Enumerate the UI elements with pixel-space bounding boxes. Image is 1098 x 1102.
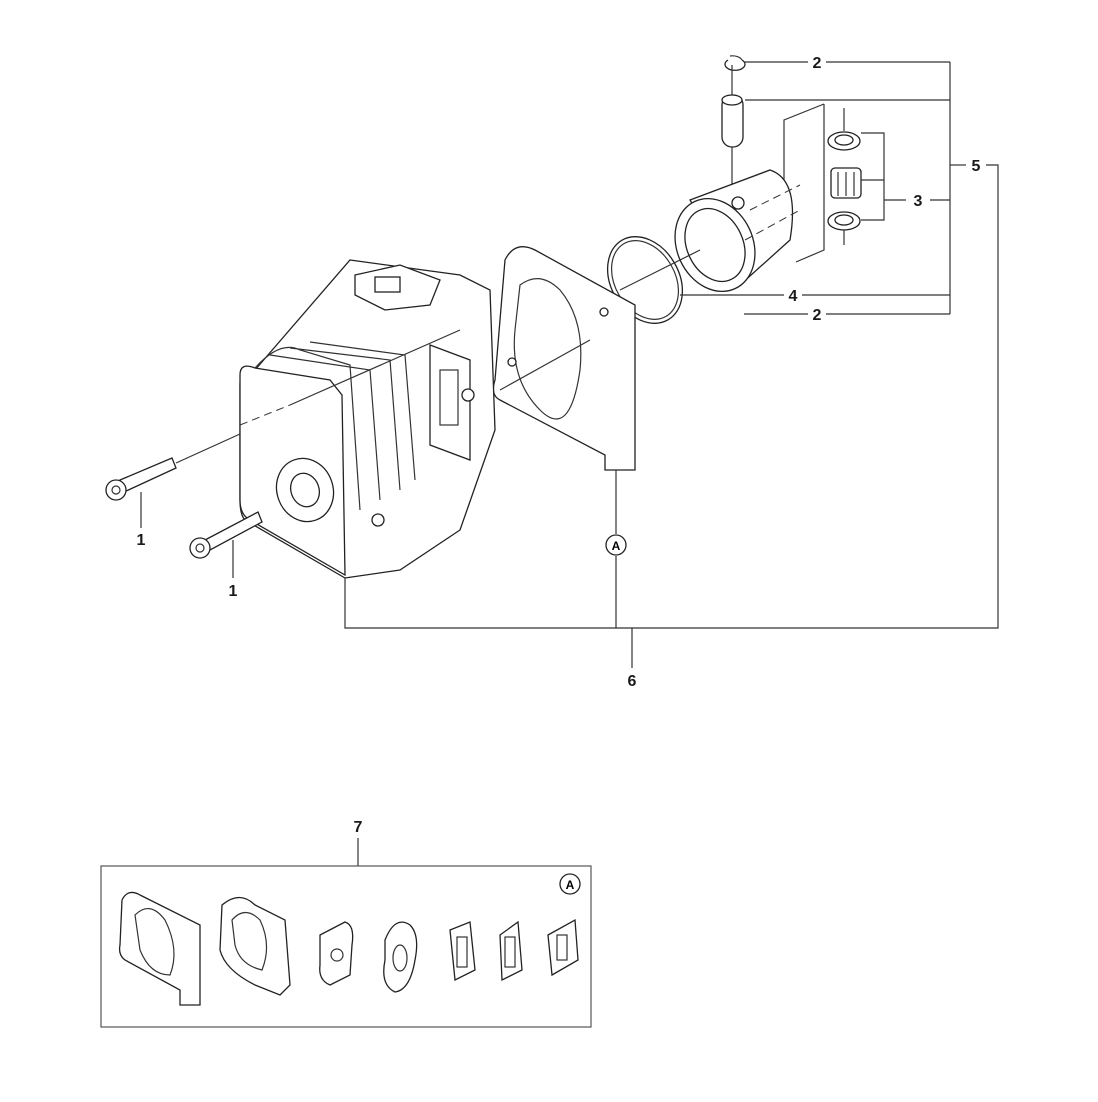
gasket-intake-1 — [319, 921, 354, 986]
gasket-muffler — [547, 918, 579, 977]
callout-circlip-top[interactable]: 2 — [813, 55, 822, 72]
circlip-top[interactable] — [724, 55, 746, 71]
gasket-exhaust-1 — [449, 921, 476, 982]
gasket-kit-box[interactable]: A — [100, 865, 592, 1028]
gasket-intake-2 — [383, 921, 418, 993]
svg-text:A: A — [566, 878, 575, 892]
svg-text:A: A — [612, 539, 621, 553]
cylinder-base-gasket[interactable] — [492, 246, 636, 471]
piston[interactable] — [660, 169, 801, 305]
screw-lower[interactable] — [189, 511, 263, 559]
callout-piston-kit[interactable]: 5 — [972, 158, 981, 175]
callout-cylinder-assembly[interactable]: 6 — [628, 673, 637, 690]
gasket-crankcase — [219, 896, 291, 996]
gasket-cylinder-base — [118, 891, 201, 1006]
piston-pin[interactable] — [721, 65, 744, 200]
reference-marker-a: A — [605, 534, 627, 556]
callout-gasket-kit[interactable]: 7 — [354, 819, 363, 836]
cylinder[interactable] — [239, 259, 591, 579]
screw-upper[interactable] — [105, 433, 241, 501]
callout-circlip-bottom[interactable]: 2 — [813, 307, 822, 324]
callout-piston-ring[interactable]: 4 — [789, 288, 798, 305]
gasket-kit-marker: A — [559, 873, 581, 895]
gasket-exhaust-2 — [499, 920, 523, 982]
callout-screw-lower[interactable]: 1 — [229, 583, 238, 600]
needle-bearing-kit[interactable] — [827, 108, 862, 245]
leader-lines — [140, 61, 999, 866]
callout-bearing-kit[interactable]: 3 — [914, 193, 923, 210]
callout-screw-upper[interactable]: 1 — [137, 532, 146, 549]
